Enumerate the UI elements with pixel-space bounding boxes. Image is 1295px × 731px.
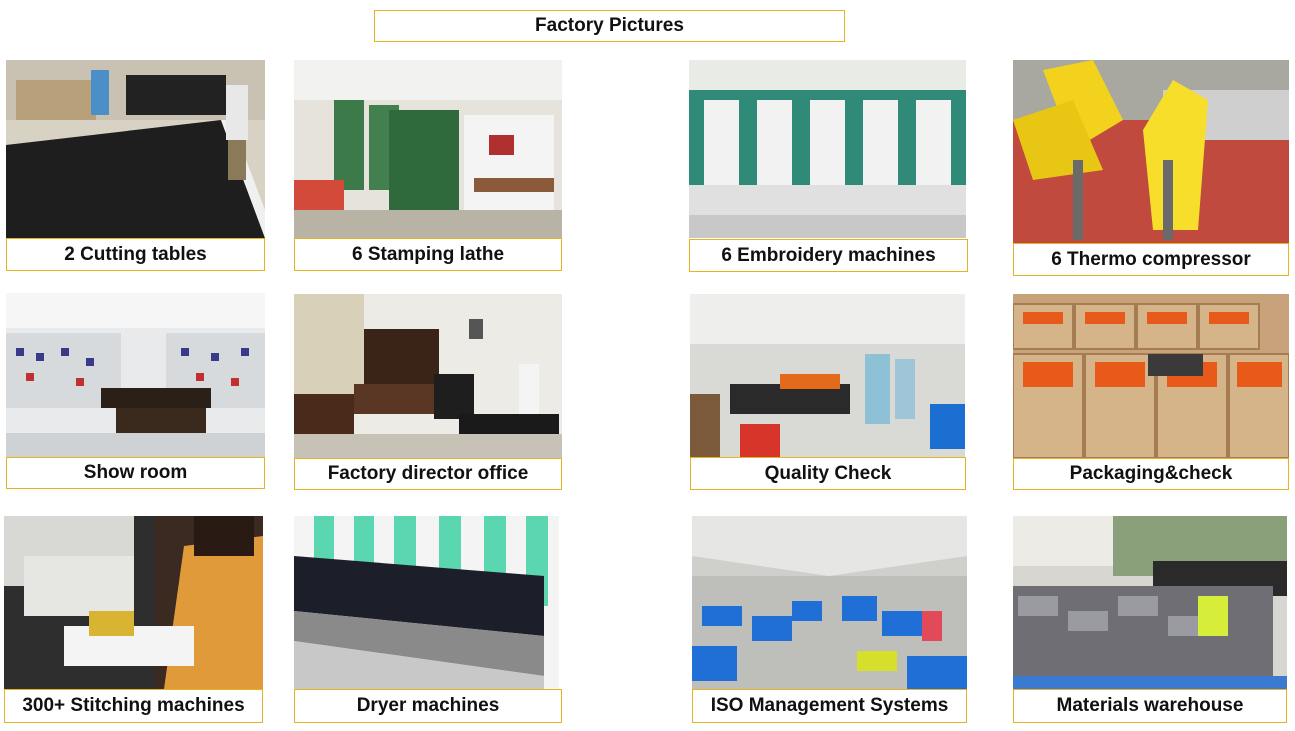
photo-card-factory-director-office: Factory director office: [294, 294, 562, 490]
photo-card-show-room: Show room: [6, 293, 265, 489]
photo-card-thermo-compressor: 6 Thermo compressor: [1013, 60, 1289, 276]
director-office-photo: [294, 294, 562, 458]
dryer-machines-photo: [294, 516, 559, 689]
caption-stitching-machines: 300+ Stitching machines: [4, 689, 263, 723]
photo-card-packaging-check: Packaging&check: [1013, 294, 1289, 490]
caption-iso-management: ISO Management Systems: [692, 689, 967, 723]
cutting-tables-photo: [6, 60, 265, 238]
stamping-lathe-photo: [294, 60, 562, 238]
caption-dryer-machines: Dryer machines: [294, 689, 562, 723]
embroidery-machines-photo: [689, 60, 966, 238]
page-title: Factory Pictures: [374, 10, 845, 42]
caption-stamping-lathe: 6 Stamping lathe: [294, 238, 562, 271]
stitching-machines-photo: [4, 516, 263, 689]
photo-card-iso-management: ISO Management Systems: [692, 516, 967, 723]
photo-card-stitching-machines: 300+ Stitching machines: [4, 516, 263, 723]
photo-card-embroidery-machines: 6 Embroidery machines: [689, 60, 968, 272]
caption-factory-director-office: Factory director office: [294, 458, 562, 490]
materials-warehouse-photo: [1013, 516, 1287, 689]
caption-cutting-tables: 2 Cutting tables: [6, 238, 265, 271]
caption-packaging-check: Packaging&check: [1013, 458, 1289, 490]
caption-quality-check: Quality Check: [690, 457, 966, 490]
caption-materials-warehouse: Materials warehouse: [1013, 689, 1287, 723]
photo-card-quality-check: Quality Check: [690, 294, 966, 490]
caption-show-room: Show room: [6, 457, 265, 489]
thermo-compressor-photo: [1013, 60, 1289, 243]
photo-card-stamping-lathe: 6 Stamping lathe: [294, 60, 562, 271]
photo-card-cutting-tables: 2 Cutting tables: [6, 60, 265, 271]
photo-card-materials-warehouse: Materials warehouse: [1013, 516, 1287, 723]
caption-embroidery-machines: 6 Embroidery machines: [689, 239, 968, 272]
packaging-check-photo: [1013, 294, 1289, 458]
quality-check-photo: [690, 294, 965, 457]
iso-management-photo: [692, 516, 967, 689]
photo-card-dryer-machines: Dryer machines: [294, 516, 562, 723]
caption-thermo-compressor: 6 Thermo compressor: [1013, 243, 1289, 276]
show-room-photo: [6, 293, 265, 457]
